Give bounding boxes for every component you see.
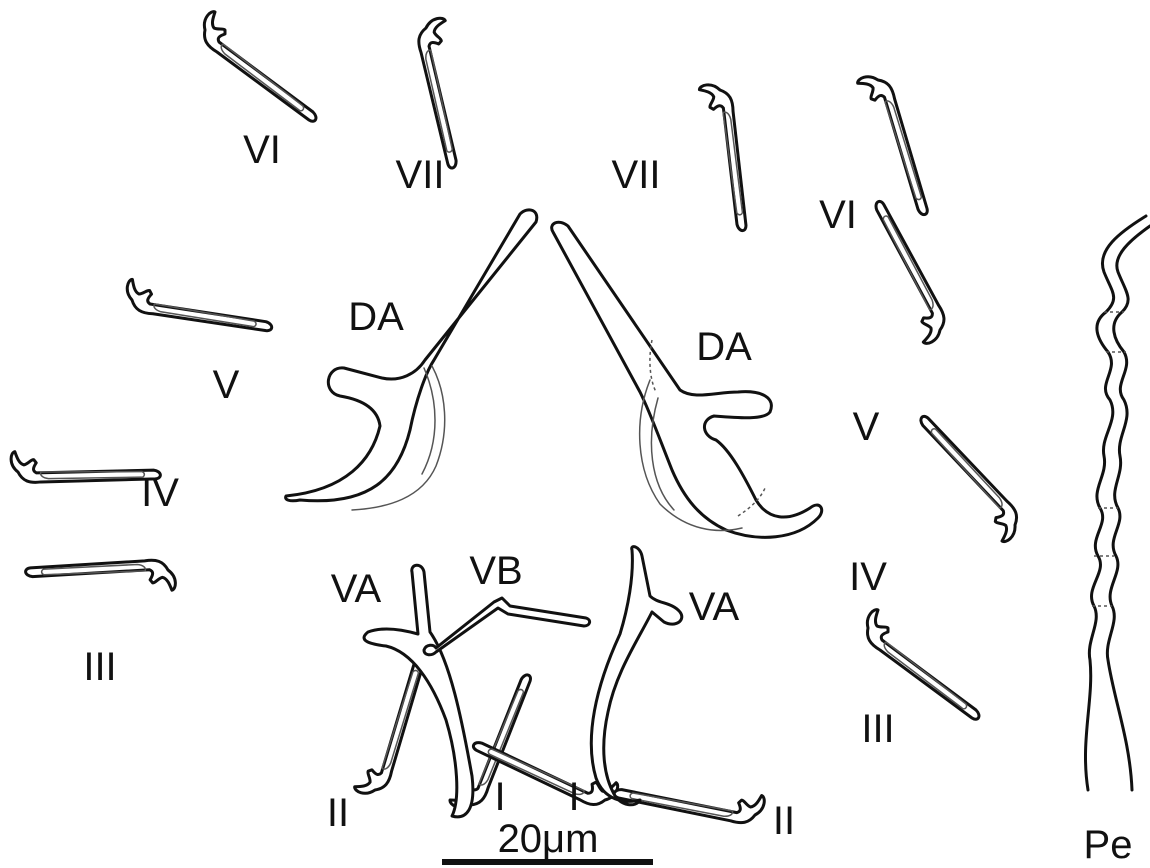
dorsal-anchor-left — [284, 208, 539, 511]
dorsal-anchor-right-label: DA — [696, 325, 752, 369]
hook-vi-left-label: VI — [243, 128, 281, 172]
hook-vi-right-label: VI — [819, 193, 857, 237]
dorsal-anchor-left-label: DA — [348, 295, 404, 339]
penis-label: Pe — [1084, 823, 1133, 867]
hook-v-left — [121, 230, 275, 383]
hook-v-left-label: V — [213, 363, 240, 407]
hook-i-left-label: I — [494, 775, 505, 819]
ventral-bar — [422, 596, 592, 657]
hook-ii-right-label: II — [773, 799, 795, 843]
hook-vii-right-label: VII — [612, 153, 661, 197]
hook-iii-left — [22, 498, 182, 657]
hook-vii-left-label: VII — [396, 153, 445, 197]
hook-iv-right-label: IV — [849, 555, 887, 599]
hook-vi-left — [202, 10, 318, 123]
hook-iii-right — [865, 608, 981, 721]
hook-i-right-label: I — [568, 775, 579, 819]
hook-ii-right — [611, 718, 771, 868]
ventral-anchor-left — [362, 563, 475, 819]
hook-ii-left-label: II — [327, 791, 349, 835]
hook-vii-right — [647, 78, 801, 234]
hook-iii-right-label: III — [861, 707, 894, 751]
hook-iv-right — [901, 414, 1033, 545]
hook-vii-left — [365, 12, 525, 171]
ventral-bar-label: VB — [469, 549, 522, 593]
hook-iv-left-label: IV — [141, 471, 179, 515]
ventral-anchor-right — [589, 545, 684, 807]
hook-iii-left-label: III — [83, 645, 116, 689]
hook-v-right-label: V — [853, 405, 880, 449]
ventral-anchor-right-label: VA — [689, 585, 740, 629]
hook-iv-left — [4, 387, 164, 546]
scale-bar-label: 20μm — [498, 817, 599, 861]
penis — [1084, 214, 1150, 792]
ventral-anchor-left-label: VA — [331, 567, 382, 611]
dorsal-anchor-right — [550, 220, 824, 539]
